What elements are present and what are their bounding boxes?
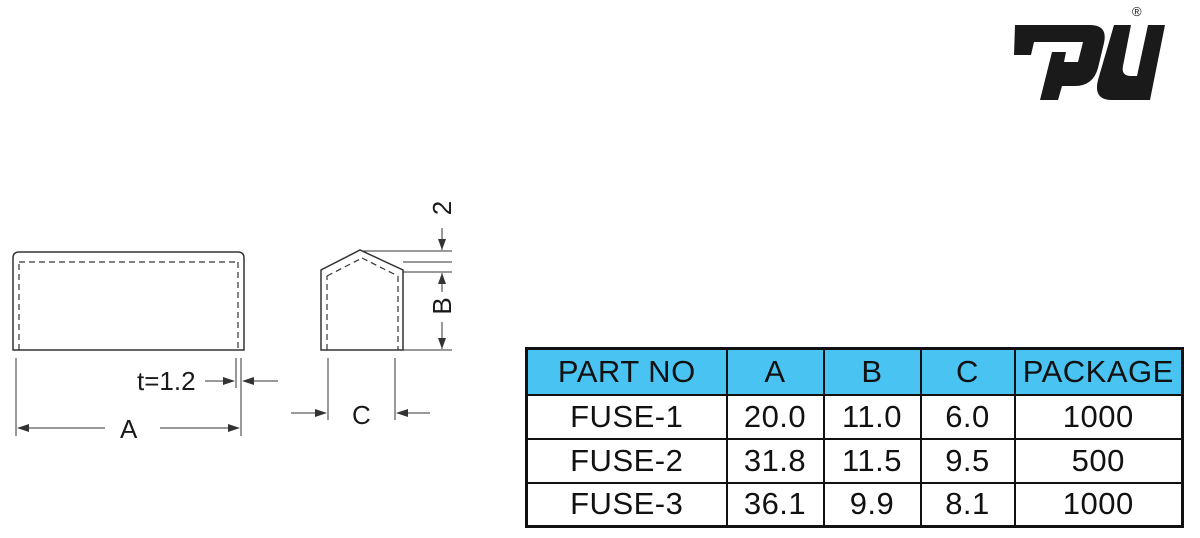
cell-package: 500 xyxy=(1013,437,1184,484)
cell-c: 6.0 xyxy=(919,393,1016,440)
side-view xyxy=(291,228,452,420)
thickness-label: t=1.2 xyxy=(137,366,196,396)
header-c: C xyxy=(919,347,1016,396)
table-row: FUSE-3 36.1 9.9 8.1 1000 xyxy=(525,481,1184,528)
front-view-arrowheads xyxy=(17,377,254,432)
cell-b: 11.0 xyxy=(822,393,922,440)
cell-a: 20.0 xyxy=(725,393,825,440)
dimension-c-label: C xyxy=(352,400,371,430)
dimension-a-label: A xyxy=(120,414,138,444)
cell-a: 36.1 xyxy=(725,481,825,528)
front-view xyxy=(12,251,278,436)
cell-c: 8.1 xyxy=(919,481,1016,528)
header-a: A xyxy=(725,347,825,396)
header-b: B xyxy=(822,347,922,396)
ul-listing-mark-icon xyxy=(1014,25,1165,100)
cell-b: 11.5 xyxy=(822,437,922,484)
table-row: FUSE-1 20.0 11.0 6.0 1000 xyxy=(525,393,1184,440)
cell-b: 9.9 xyxy=(822,481,922,528)
spec-table: PART NO A B C PACKAGE FUSE-1 20.0 11.0 6… xyxy=(525,347,1184,528)
cell-package: 1000 xyxy=(1013,393,1184,440)
side-view-arrowheads xyxy=(315,239,446,417)
cell-package: 1000 xyxy=(1013,481,1184,528)
registered-mark: ® xyxy=(1132,4,1142,19)
cell-c: 9.5 xyxy=(919,437,1016,484)
top-offset-label: 2 xyxy=(427,201,457,215)
table-header-row: PART NO A B C PACKAGE xyxy=(525,347,1184,396)
header-part-no: PART NO xyxy=(525,347,728,396)
header-package: PACKAGE xyxy=(1013,347,1184,396)
cell-part-no: FUSE-3 xyxy=(525,481,728,528)
table-row: FUSE-2 31.8 11.5 9.5 500 xyxy=(525,437,1184,484)
dimension-b-label: B xyxy=(427,297,457,314)
cell-part-no: FUSE-1 xyxy=(525,393,728,440)
cell-a: 31.8 xyxy=(725,437,825,484)
cell-part-no: FUSE-2 xyxy=(525,437,728,484)
